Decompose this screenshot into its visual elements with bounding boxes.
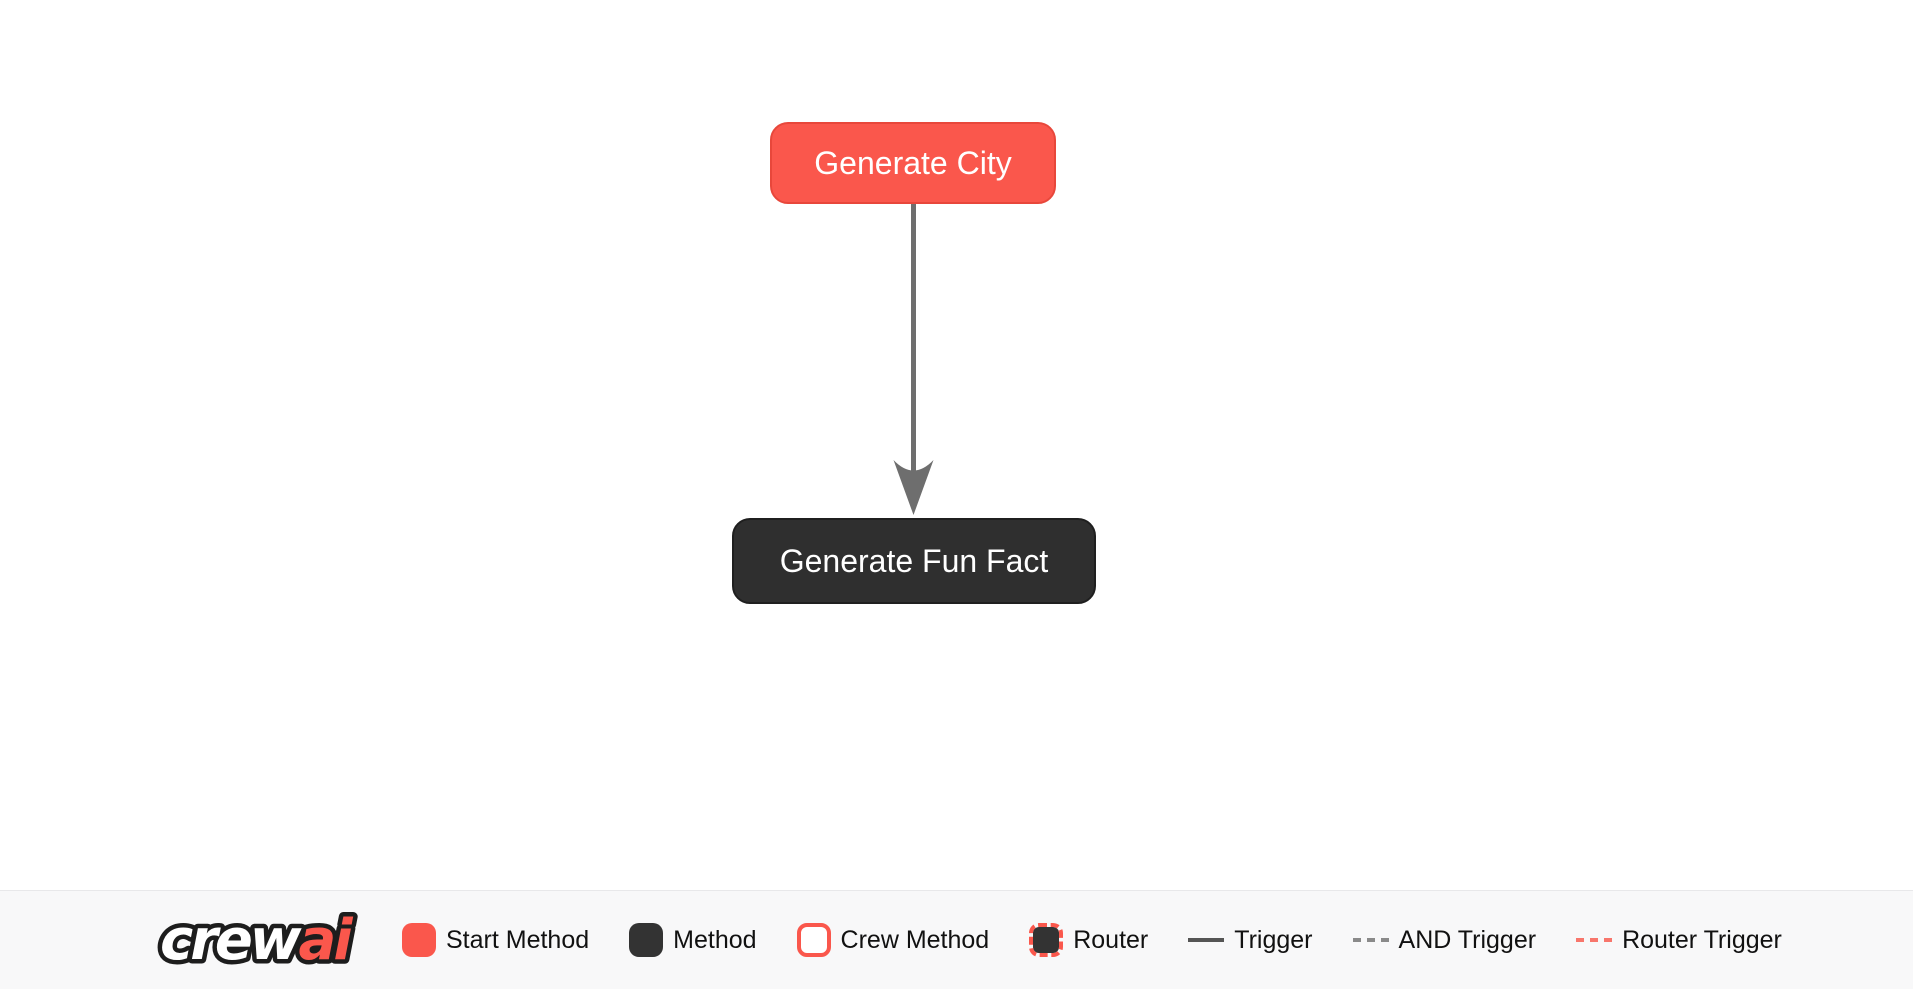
legend-label: Trigger (1234, 925, 1313, 954)
legend-item-method: Method (629, 923, 757, 957)
node-generate-fun-fact-label: Generate Fun Fact (779, 543, 1049, 579)
legend-label: Start Method (446, 925, 590, 954)
router-swatch (1029, 923, 1064, 957)
start-method-swatch (402, 923, 436, 957)
trigger-edge (893, 204, 934, 515)
crewai-logo: crewai crewai crewai (153, 897, 378, 984)
legend-items: Start Method Method Crew Method Router T… (402, 923, 1782, 957)
legend-label: Router Trigger (1622, 925, 1782, 954)
legend-label: Crew Method (840, 925, 990, 954)
node-generate-city[interactable]: Generate City (770, 122, 1056, 204)
router-trigger-line-swatch (1576, 938, 1613, 942)
legend-label: Router (1073, 925, 1149, 954)
legend-label: AND Trigger (1398, 925, 1537, 954)
legend-item-start-method: Start Method (402, 923, 589, 957)
crew-method-swatch (796, 923, 831, 957)
legend-bar: crewai crewai crewai Start Method Method… (0, 890, 1913, 989)
method-swatch (629, 923, 664, 957)
node-generate-city-label: Generate City (814, 145, 1012, 181)
node-generate-fun-fact[interactable]: Generate Fun Fact (732, 518, 1096, 604)
legend-label: Method (673, 925, 757, 954)
trigger-edge-arrowhead (893, 460, 934, 515)
legend-item-and-trigger: AND Trigger (1352, 925, 1537, 955)
legend-item-crew-method: Crew Method (796, 923, 990, 957)
trigger-line-swatch (1188, 938, 1225, 942)
svg-text:crewai: crewai (160, 908, 353, 973)
crewai-logo-svg: crewai crewai crewai (153, 900, 364, 980)
legend-item-router-trigger: Router Trigger (1576, 926, 1782, 955)
legend-item-trigger: Trigger (1188, 925, 1313, 955)
legend-item-router: Router (1029, 923, 1148, 957)
and-trigger-line-swatch (1352, 938, 1389, 942)
flow-canvas[interactable]: Generate City Generate Fun Fact (0, 0, 1913, 890)
svg-text:crewai: crewai (160, 908, 353, 973)
